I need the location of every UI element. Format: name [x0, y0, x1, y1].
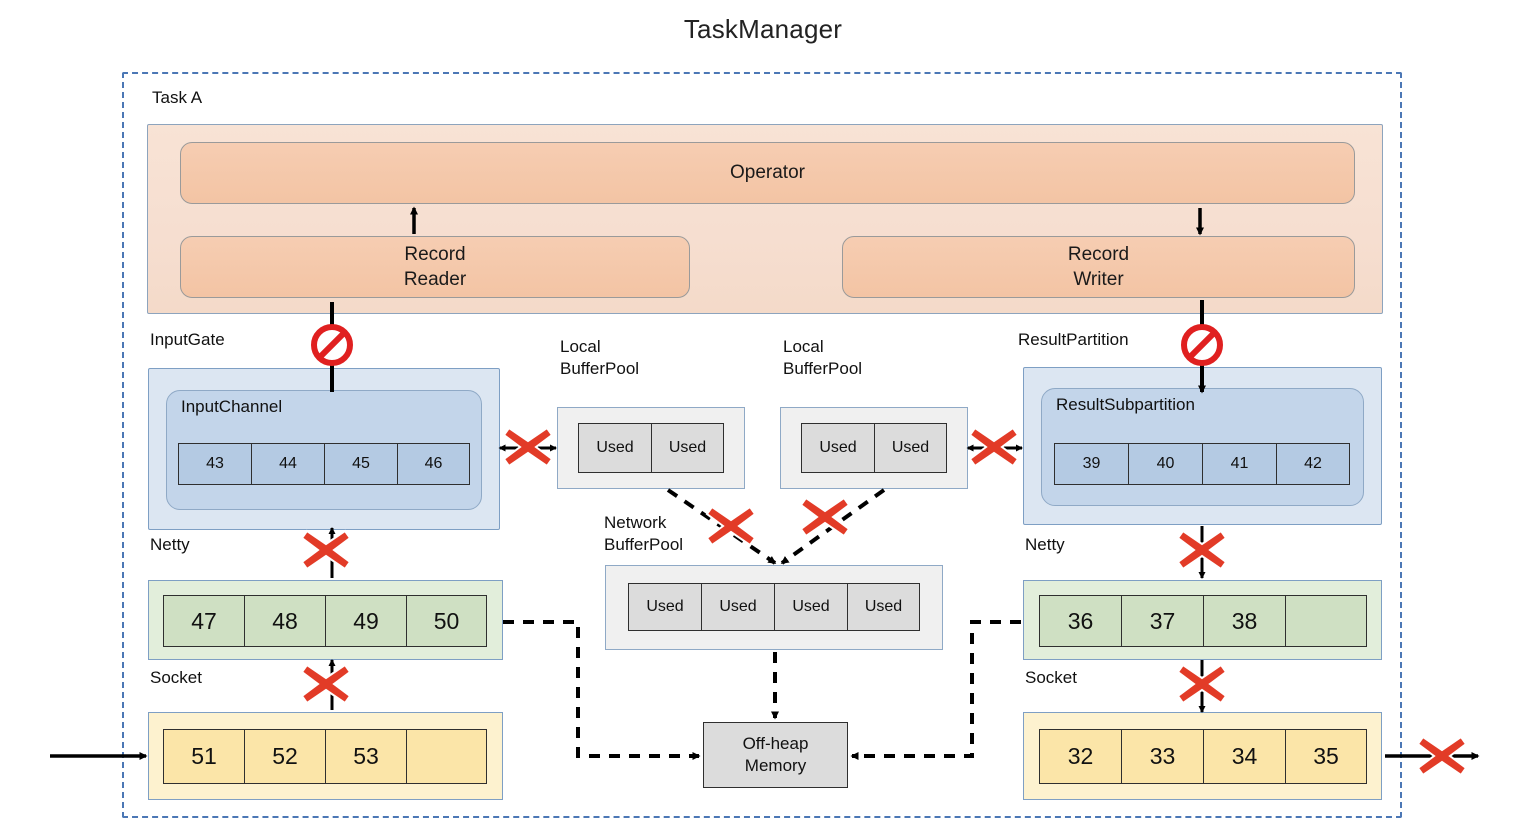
local-bufferpool-left-used-cell: Used [651, 423, 724, 473]
red-x-icon [1416, 735, 1468, 777]
local-bufferpool-left-used-cell: Used [578, 423, 651, 473]
resultsubpartition-buffer-cell: 41 [1202, 443, 1276, 485]
local-bufferpool-left-label-line2: BufferPool [560, 359, 640, 379]
red-x-icon [968, 426, 1020, 468]
network-bufferpool-used-cell: Used [847, 583, 920, 631]
netty-right-buffer-cell: 36 [1039, 595, 1121, 647]
network-bufferpool-used-cell: Used [774, 583, 847, 631]
offheap-memory-label-line2: Memory [744, 756, 807, 775]
page-title: TaskManager [683, 14, 843, 44]
red-x-icon [300, 663, 352, 705]
record-reader-label-line2: Reader [403, 269, 467, 290]
socket-right-buffer-cell: 33 [1121, 729, 1203, 784]
resultsubpartition-buffer-cell: 42 [1276, 443, 1350, 485]
local-bufferpool-right-label-line1: Local [783, 337, 824, 356]
netty-left-label: Netty [150, 535, 190, 554]
resultsubpartition-buffer-cell: 40 [1128, 443, 1202, 485]
task-a-label: Task A [152, 88, 203, 107]
resultsubpartition-label: ResultSubpartition [1056, 395, 1195, 414]
inputchannel-label: InputChannel [181, 397, 283, 416]
local-bufferpool-right-label: Local BufferPool [783, 336, 862, 380]
no-entry-icon [311, 324, 353, 366]
netty-left-buffer-cell: 48 [244, 595, 325, 647]
inputchannel-buffer-cell: 46 [397, 443, 470, 485]
red-x-icon [1176, 663, 1228, 705]
operator-label: Operator [730, 162, 805, 184]
red-x-icon [502, 426, 554, 468]
resultsubpartition-buffer-cell: 39 [1054, 443, 1128, 485]
socket-left-buffer-cell [406, 729, 487, 784]
network-bufferpool-label: Network BufferPool [604, 512, 683, 556]
inputgate-label: InputGate [150, 330, 225, 349]
netty-right-buffer-cell: 38 [1203, 595, 1285, 647]
local-bufferpool-right-used-cell: Used [801, 423, 874, 473]
socket-left-buffer-cell: 53 [325, 729, 406, 784]
local-bufferpool-left-label-line1: Local [560, 337, 601, 356]
socket-right-label: Socket [1025, 668, 1077, 687]
red-x-icon [300, 529, 352, 571]
netty-right-buffer-cell [1285, 595, 1367, 647]
operator-box: Operator [180, 142, 1355, 204]
socket-right-buffer-cell: 34 [1203, 729, 1285, 784]
red-x-icon [1176, 529, 1228, 571]
red-x-icon [799, 496, 851, 538]
netty-right-label: Netty [1025, 535, 1065, 554]
local-bufferpool-right-label-line2: BufferPool [783, 359, 863, 379]
record-writer-box: Record Writer [842, 236, 1355, 298]
socket-left-buffer-cell: 51 [163, 729, 244, 784]
local-bufferpool-left-label: Local BufferPool [560, 336, 639, 380]
local-bufferpool-right-used-cell: Used [874, 423, 947, 473]
record-reader-box: Record Reader [180, 236, 690, 298]
taskmanager-container [122, 72, 1402, 818]
network-bufferpool-label-line2: BufferPool [604, 535, 684, 555]
resultpartition-label: ResultPartition [1018, 330, 1129, 349]
offheap-memory-box: Off-heap Memory [703, 722, 848, 788]
netty-left-buffer-cell: 49 [325, 595, 406, 647]
netty-right-buffer-cell: 37 [1121, 595, 1203, 647]
record-writer-label-line1: Record [1067, 243, 1130, 265]
socket-left-label: Socket [150, 668, 202, 687]
socket-right-buffer-cell: 35 [1285, 729, 1367, 784]
offheap-memory-label-line1: Off-heap [742, 733, 809, 753]
record-reader-label-line1: Record [404, 243, 466, 265]
network-bufferpool-label-line1: Network [604, 513, 667, 532]
record-writer-label-line2: Writer [1073, 269, 1124, 290]
network-bufferpool-used-cell: Used [701, 583, 774, 631]
inputchannel-buffer-cell: 44 [251, 443, 324, 485]
red-x-icon [705, 505, 757, 547]
network-bufferpool-used-cell: Used [628, 583, 701, 631]
socket-left-buffer-cell: 52 [244, 729, 325, 784]
inputchannel-buffer-cell: 45 [324, 443, 397, 485]
netty-left-buffer-cell: 47 [163, 595, 244, 647]
no-entry-icon [1181, 324, 1223, 366]
netty-left-buffer-cell: 50 [406, 595, 487, 647]
socket-right-buffer-cell: 32 [1039, 729, 1121, 784]
inputchannel-buffer-cell: 43 [178, 443, 251, 485]
